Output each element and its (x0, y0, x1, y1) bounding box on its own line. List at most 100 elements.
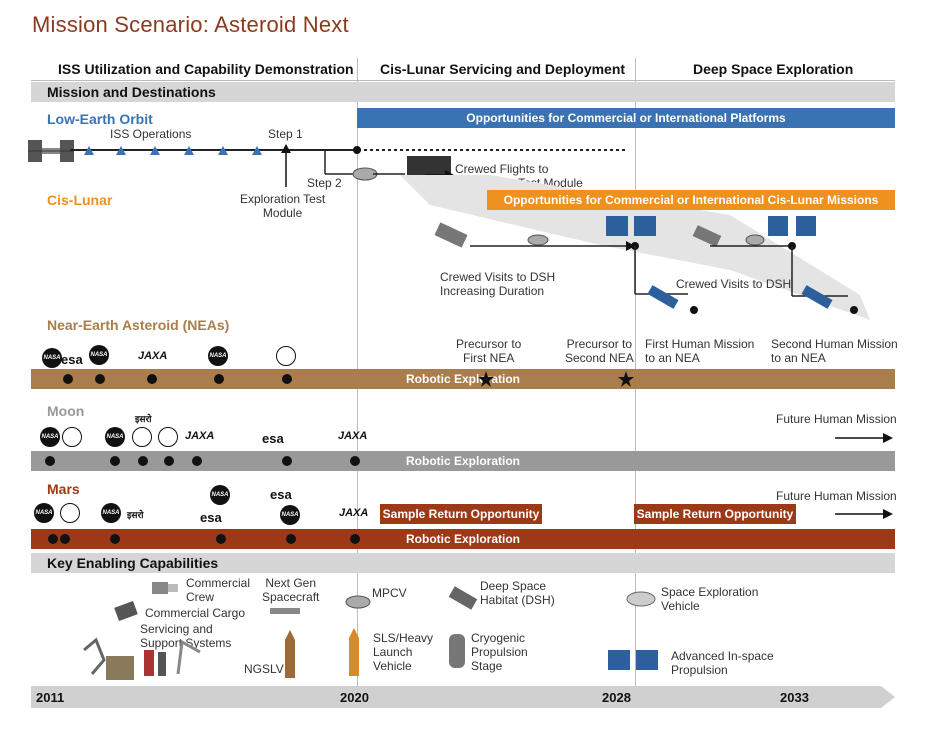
nasa-logo-icon: NASA (89, 345, 109, 365)
dsh-label: Deep Space Habitat (DSH) (480, 579, 555, 607)
phase-cislunar-servicing: Cis-Lunar Servicing and Deployment (380, 61, 626, 77)
crewed-visits-label: Crewed Visits to DSH (676, 277, 792, 291)
page-title: Mission Scenario: Asteroid Next (32, 12, 349, 37)
mpcv-label: MPCV (372, 586, 407, 600)
sample-return-label-2: Sample Return Opportunity (636, 507, 794, 521)
commercial-crew-label: Commercial Crew (186, 576, 251, 604)
mars-label: Mars (47, 481, 80, 497)
moon-future-label: Future Human Mission (776, 412, 897, 426)
etm-label: Exploration Test Module (240, 192, 326, 220)
agency-emblem-icon (62, 427, 82, 447)
sev-icon (626, 591, 656, 607)
mars-mission-dot (286, 534, 296, 544)
moon-mission-dot (192, 456, 202, 466)
moon-robotic-label: Robotic Exploration (406, 454, 520, 468)
nasa-logo-icon: NASA (34, 503, 54, 523)
nasa-logo-icon: NASA (101, 503, 121, 523)
mars-mission-dot (110, 534, 120, 544)
mars-mission-dot (350, 534, 360, 544)
nea-mission-dot (214, 374, 224, 384)
sev-label: Space Exploration Vehicle (661, 585, 759, 613)
mars-robotic-bar: Robotic Exploration (31, 529, 895, 549)
moon-mission-dot (282, 456, 292, 466)
sample-return-label-1: Sample Return Opportunity (382, 507, 540, 521)
next-gen-label: Next Gen Spacecraft (262, 576, 320, 604)
missions-band (31, 82, 895, 102)
mars-future-arrow (835, 509, 893, 519)
esa-logo: esa (200, 510, 222, 525)
nea-robotic-bar: Robotic Exploration (31, 369, 895, 389)
nasa-logo-icon: NASA (208, 346, 228, 366)
crewed-visits-increasing-label: Crewed Visits to DSH Increasing Duration (440, 270, 556, 298)
mpcv-icon (345, 595, 371, 609)
nasa-logo-icon: NASA (40, 427, 60, 447)
precursor-first-label: Precursor to First NEA (456, 337, 522, 365)
leo-label: Low-Earth Orbit (47, 111, 153, 127)
step1-label: Step 1 (268, 127, 303, 141)
year-2028: 2028 (602, 690, 631, 705)
jaxa-logo: JAXA (138, 350, 168, 362)
agency-emblem-icon (158, 427, 178, 447)
cislunar-label: Cis-Lunar (47, 192, 113, 208)
mars-mission-dot (216, 534, 226, 544)
nea-mission-dot (147, 374, 157, 384)
jaxa-logo: JAXA (185, 430, 215, 442)
star-icon (618, 371, 634, 387)
isro-logo: इसरो (127, 510, 144, 520)
commercial-cargo-icon (114, 601, 138, 621)
nasa-logo-icon: NASA (42, 348, 62, 368)
dsh-icon (448, 586, 478, 610)
jaxa-logo: JAXA (339, 507, 369, 519)
moon-mission-dot (350, 456, 360, 466)
servicing-label: Servicing and Support Systems (140, 622, 232, 650)
nasa-logo-icon: NASA (280, 505, 300, 525)
cryogenic-stage-icon (449, 634, 465, 668)
sls-rocket-icon (349, 628, 359, 676)
step1-arrow (281, 144, 291, 187)
moon-mission-dot (110, 456, 120, 466)
moon-mission-dot (164, 456, 174, 466)
nea-mission-dot (282, 374, 292, 384)
precursor-second-label: Precursor to Second NEA (565, 337, 634, 365)
mars-future-label: Future Human Mission (776, 489, 897, 503)
commercial-cargo-label: Commercial Cargo (145, 606, 246, 620)
esa-logo: esa (270, 487, 292, 502)
nasa-logo-icon: NASA (210, 485, 230, 505)
agency-emblem-icon (132, 427, 152, 447)
timeline-arrow (31, 686, 895, 708)
second-human-mission-label: Second Human Mission to an NEA (771, 337, 898, 365)
phase-divider (31, 80, 895, 81)
mars-robotic-label: Robotic Exploration (406, 532, 520, 546)
cislunar-track (434, 216, 858, 314)
propulsion-label: Advanced In-space Propulsion (671, 649, 774, 677)
leo-track (70, 146, 625, 175)
esa-logo: esa (61, 352, 83, 367)
step2-label: Step 2 (307, 176, 342, 190)
moon-mission-dot (138, 456, 148, 466)
iss-station-icon (28, 140, 74, 162)
capabilities-band (31, 553, 895, 573)
leo-opportunities-label: Opportunities for Commercial or Internat… (466, 111, 786, 125)
servicing-robots-icon (83, 637, 201, 680)
iss-operations-label: ISS Operations (110, 127, 192, 141)
sls-label: SLS/Heavy Launch Vehicle (373, 631, 434, 673)
moon-robotic-bar: Robotic Exploration (31, 451, 895, 471)
ngslv-label: NGSLV (244, 662, 284, 676)
missions-band-label: Mission and Destinations (47, 84, 216, 100)
solar-array-icon (608, 650, 658, 670)
ngslv-rocket-icon (285, 630, 295, 678)
star-icon (478, 371, 494, 387)
nea-mission-dot (95, 374, 105, 384)
nea-mission-dot (63, 374, 73, 384)
sample-return-bar-1: Sample Return Opportunity (380, 504, 542, 524)
moon-label: Moon (47, 403, 85, 419)
next-gen-spacecraft-icon (270, 608, 300, 614)
leo-opportunities-bar: Opportunities for Commercial or Internat… (357, 108, 895, 128)
capabilities-band-label: Key Enabling Capabilities (47, 555, 219, 571)
cryo-label: Cryogenic Propulsion Stage (471, 631, 528, 673)
cislunar-opportunities-bar: Opportunities for Commercial or Internat… (487, 190, 895, 210)
agency-emblem-icon (60, 503, 80, 523)
cislunar-opportunities-label: Opportunities for Commercial or Internat… (503, 193, 879, 207)
nea-robotic-label: Robotic Exploration (406, 372, 520, 386)
year-2020: 2020 (340, 690, 369, 705)
